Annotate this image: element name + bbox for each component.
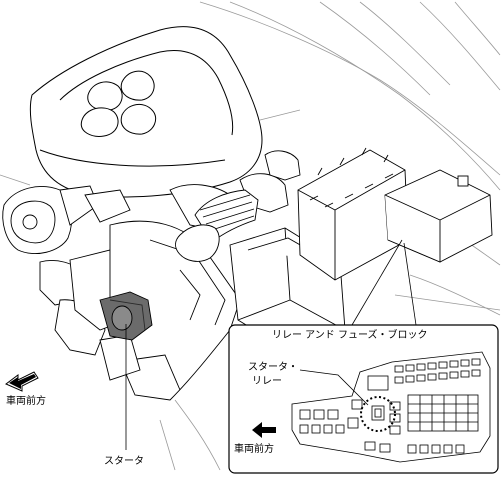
inset-callout-line-right bbox=[403, 242, 417, 326]
relay-fuse-block-main bbox=[384, 169, 493, 263]
starter-motor bbox=[99, 291, 153, 341]
inset-fuse-block bbox=[291, 351, 491, 463]
engine-cover bbox=[29, 26, 263, 198]
front-direction-arrow-icon bbox=[5, 371, 39, 392]
relay-fuse-block-label: リレー アンド フューズ・ブロック bbox=[272, 330, 428, 341]
vehicle-front-label-main: 車両前方 bbox=[6, 396, 46, 407]
starter-relay-label-line2: リレー bbox=[252, 376, 282, 387]
battery bbox=[297, 147, 409, 281]
inset-callout-line-left bbox=[351, 239, 403, 326]
starter-relay-leader-line bbox=[299, 369, 369, 406]
starter-label: スタータ bbox=[104, 456, 144, 467]
engine-block bbox=[99, 150, 301, 401]
vehicle-front-label-inset: 車両前方 bbox=[234, 444, 274, 455]
intake-hose bbox=[175, 189, 259, 262]
starter-relay-label-line1: スタータ・ bbox=[248, 362, 298, 373]
left-arrow-icon bbox=[252, 422, 276, 438]
starter-relay-highlight-circle bbox=[360, 396, 396, 432]
